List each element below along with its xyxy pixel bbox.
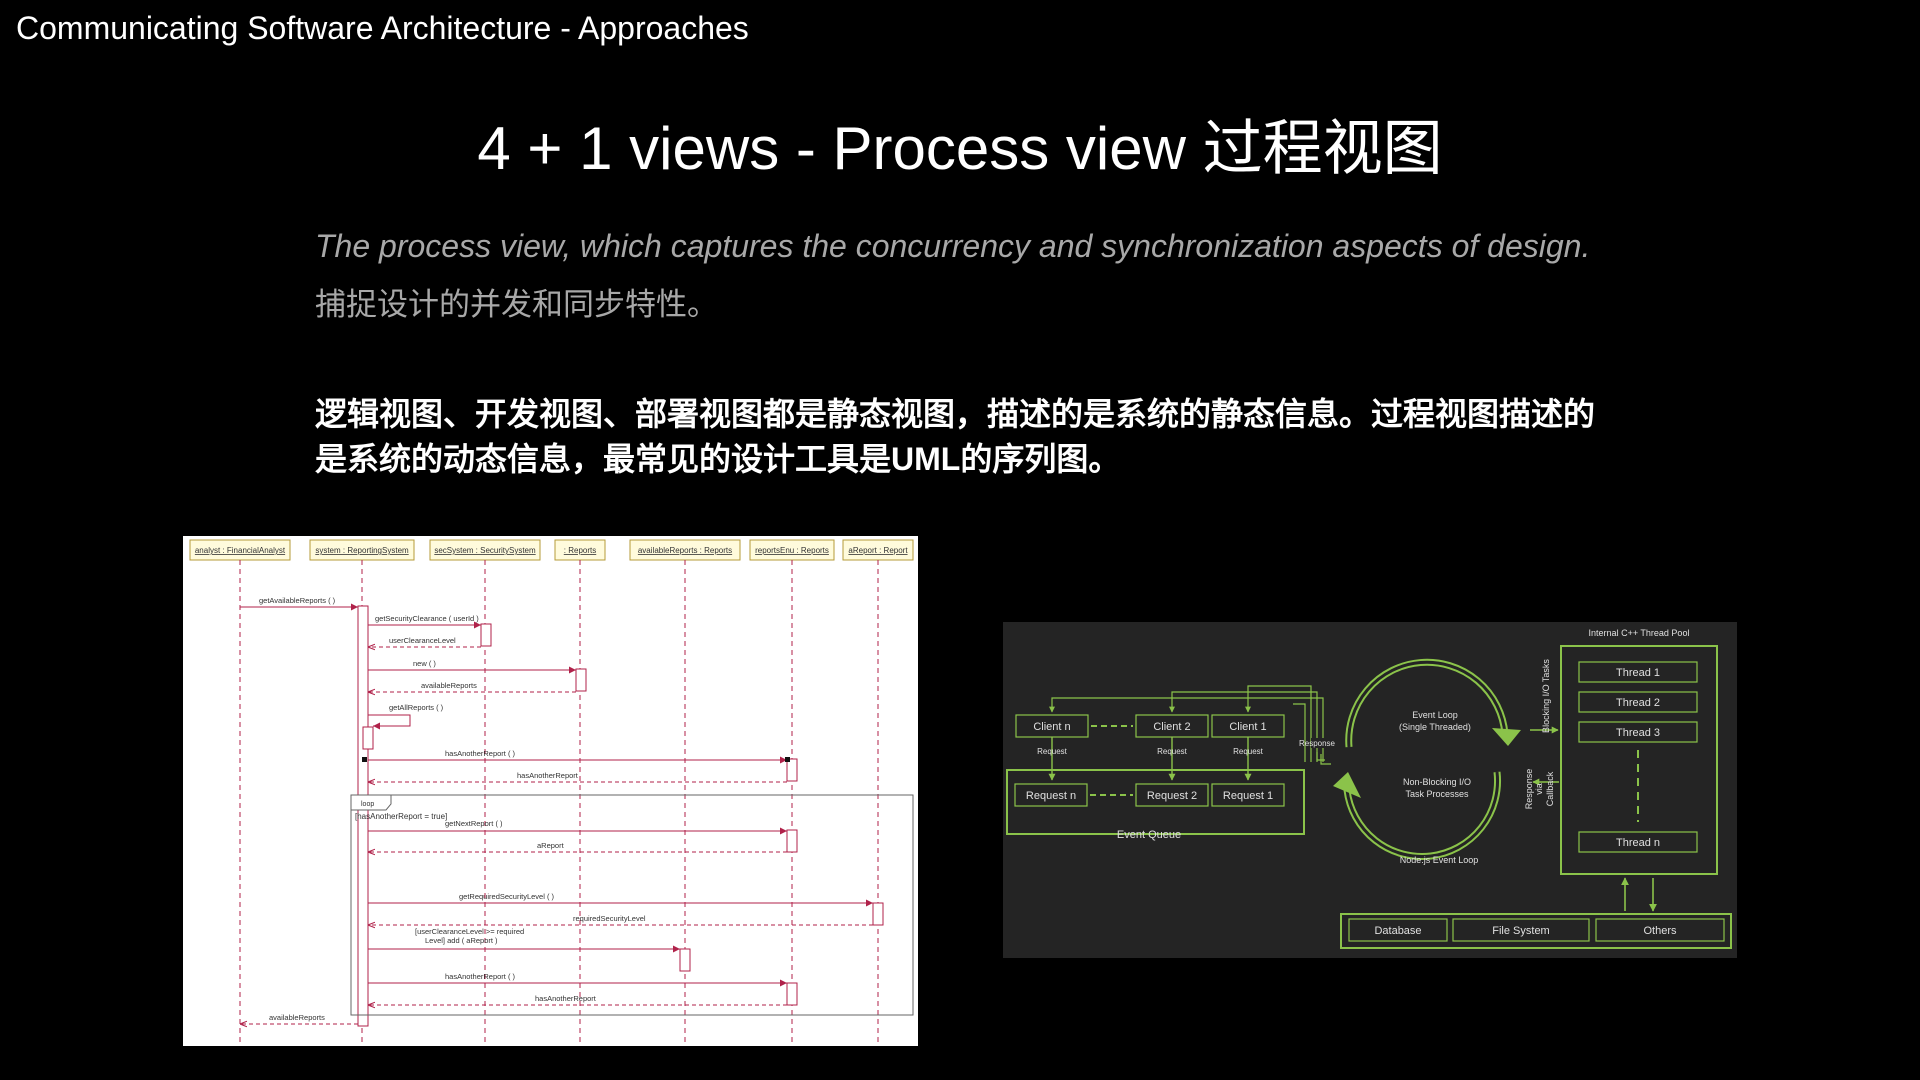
description-chinese: 捕捉设计的并发和同步特性。	[315, 287, 718, 322]
resource-box	[1452, 918, 1590, 942]
non-blocking-label: Task Processes	[1405, 789, 1469, 799]
svg-text:aReport : Report: aReport : Report	[848, 546, 908, 555]
event-loop-label: (Single Threaded)	[1399, 722, 1471, 732]
resource-box	[1348, 918, 1448, 942]
lifeline-header-reportsenu: reportsEnu : Reports	[749, 539, 835, 561]
svg-text:[hasAnotherReport = true]: [hasAnotherReport = true]	[355, 812, 447, 821]
thread-box	[1578, 691, 1698, 713]
request-label: Request n	[1026, 790, 1076, 802]
message-arrows	[240, 603, 873, 1024]
svg-text:Level] add ( aReport ): Level] add ( aReport )	[425, 936, 498, 945]
explanation-paragraph: 逻辑视图、开发视图、部署视图都是静态视图，描述的是系统的静态信息。过程视图描述的…	[315, 392, 1615, 482]
event-queue-label: Event Queue	[1117, 829, 1181, 841]
svg-text:availableReports: availableReports	[269, 1013, 325, 1022]
svg-text:getAllReports ( ): getAllReports ( )	[389, 703, 444, 712]
event-loop-arrowheads	[1333, 728, 1521, 798]
svg-text:loop: loop	[361, 801, 374, 808]
lifelines	[239, 560, 879, 1046]
svg-text:getNextReport ( ): getNextReport ( )	[445, 819, 503, 828]
svg-text:secSystem : SecuritySystem: secSystem : SecuritySystem	[434, 546, 536, 555]
lifeline-header-reports: : Reports	[554, 539, 606, 561]
paragraph-line-1: 逻辑视图、开发视图、部署视图都是静态视图，描述的是系统的静态信息。过程视图描述的	[315, 396, 1596, 432]
svg-text:hasAnotherReport ( ): hasAnotherReport ( )	[445, 749, 516, 758]
resource-label: Others	[1643, 925, 1677, 937]
svg-text:new ( ): new ( )	[413, 659, 436, 668]
found-message-marker	[785, 757, 790, 762]
uml-sequence-diagram: analyst : FinancialAnalyst system : Repo…	[183, 536, 918, 1046]
nodejs-event-loop-diagram: Internal C++ Thread Pool Thread 1 Thread…	[1003, 622, 1737, 958]
svg-text:reportsEnu : Reports: reportsEnu : Reports	[755, 546, 829, 555]
svg-text:getRequiredSecurityLevel ( ): getRequiredSecurityLevel ( )	[459, 892, 555, 901]
non-blocking-label: Non-Blocking I/O	[1403, 777, 1471, 787]
paragraph-line-2: 是系统的动态信息，最常见的设计工具是UML的序列图。	[315, 441, 1121, 477]
lifeline-header-analyst: analyst : FinancialAnalyst	[189, 539, 291, 561]
client-label: Client 2	[1153, 721, 1190, 733]
description-english: The process view, which captures the con…	[315, 228, 1591, 264]
response-label: Response	[1299, 739, 1336, 748]
request-arrow-label: Request	[1233, 747, 1264, 756]
activation-bars	[357, 605, 884, 1027]
thread-box	[1578, 721, 1698, 743]
resource-box	[1595, 918, 1725, 942]
request-arrow-label: Request	[1157, 747, 1188, 756]
request-box	[1211, 783, 1285, 807]
request-box	[1014, 783, 1088, 807]
thread-label: Thread 3	[1616, 727, 1660, 739]
event-queue-box	[1006, 769, 1305, 835]
response-via-callback-label: Callback	[1545, 771, 1555, 806]
svg-text:hasAnotherReport: hasAnotherReport	[535, 994, 597, 1003]
resource-label: File System	[1492, 925, 1549, 937]
event-loop-arc-top	[1345, 658, 1509, 748]
message-labels: getAvailableReports ( ) getSecurityClear…	[259, 596, 646, 1022]
svg-text:userClearanceLevel: userClearanceLevel	[389, 636, 456, 645]
lifeline-header-areport: aReport : Report	[842, 539, 914, 561]
thread-label: Thread 1	[1616, 667, 1660, 679]
svg-text:analyst : FinancialAnalyst: analyst : FinancialAnalyst	[195, 546, 286, 555]
client-label: Client n	[1033, 721, 1070, 733]
request-label: Request 1	[1223, 790, 1273, 802]
slide-title: 4 + 1 views - Process view 过程视图	[477, 115, 1443, 182]
response-brackets	[1316, 752, 1331, 765]
node-loop-label: Node.js Event Loop	[1400, 855, 1479, 865]
resources-box	[1340, 913, 1732, 949]
svg-text:availableReports : Reports: availableReports : Reports	[638, 546, 732, 555]
response-via-callback-label: Response	[1524, 769, 1534, 810]
blocking-io-label: Blocking I/O Tasks	[1541, 659, 1551, 733]
svg-text:getAvailableReports ( ): getAvailableReports ( )	[259, 596, 336, 605]
deck-title: Communicating Software Architecture - Ap…	[16, 10, 749, 46]
svg-text:availableReports: availableReports	[421, 681, 477, 690]
thread-label: Thread 2	[1616, 697, 1660, 709]
thread-box	[1578, 831, 1698, 853]
found-message-marker	[362, 757, 367, 762]
svg-text:hasAnotherReport ( ): hasAnotherReport ( )	[445, 972, 516, 981]
request-box	[1135, 783, 1209, 807]
svg-text:[userClearanceLevel >= require: [userClearanceLevel >= required	[415, 927, 524, 936]
svg-text:requiredSecurityLevel: requiredSecurityLevel	[573, 914, 646, 923]
svg-text:getSecurityClearance ( userId: getSecurityClearance ( userId )	[375, 614, 479, 623]
request-arrow-label: Request	[1037, 747, 1068, 756]
thread-label: Thread n	[1616, 837, 1660, 849]
lifeline-header-availablereports: availableReports : Reports	[629, 539, 741, 561]
client-label: Client 1	[1229, 721, 1266, 733]
request-label: Request 2	[1147, 790, 1197, 802]
thread-pool-box	[1560, 645, 1718, 875]
resource-label: Database	[1374, 925, 1421, 937]
thread-pool-title: Internal C++ Thread Pool	[1589, 628, 1690, 638]
response-via-callback-label: via	[1534, 783, 1544, 795]
lifeline-header-system: system : ReportingSystem	[309, 539, 415, 561]
svg-text:system : ReportingSystem: system : ReportingSystem	[315, 546, 409, 555]
event-loop-label: Event Loop	[1412, 710, 1458, 720]
thread-box	[1578, 661, 1698, 683]
lifeline-header-secsystem: secSystem : SecuritySystem	[429, 539, 541, 561]
svg-text:: Reports: : Reports	[564, 546, 596, 555]
loop-frame: loop [hasAnotherReport = true]	[350, 794, 914, 1016]
svg-text:hasAnotherReport: hasAnotherReport	[517, 771, 579, 780]
svg-text:aReport: aReport	[537, 841, 565, 850]
